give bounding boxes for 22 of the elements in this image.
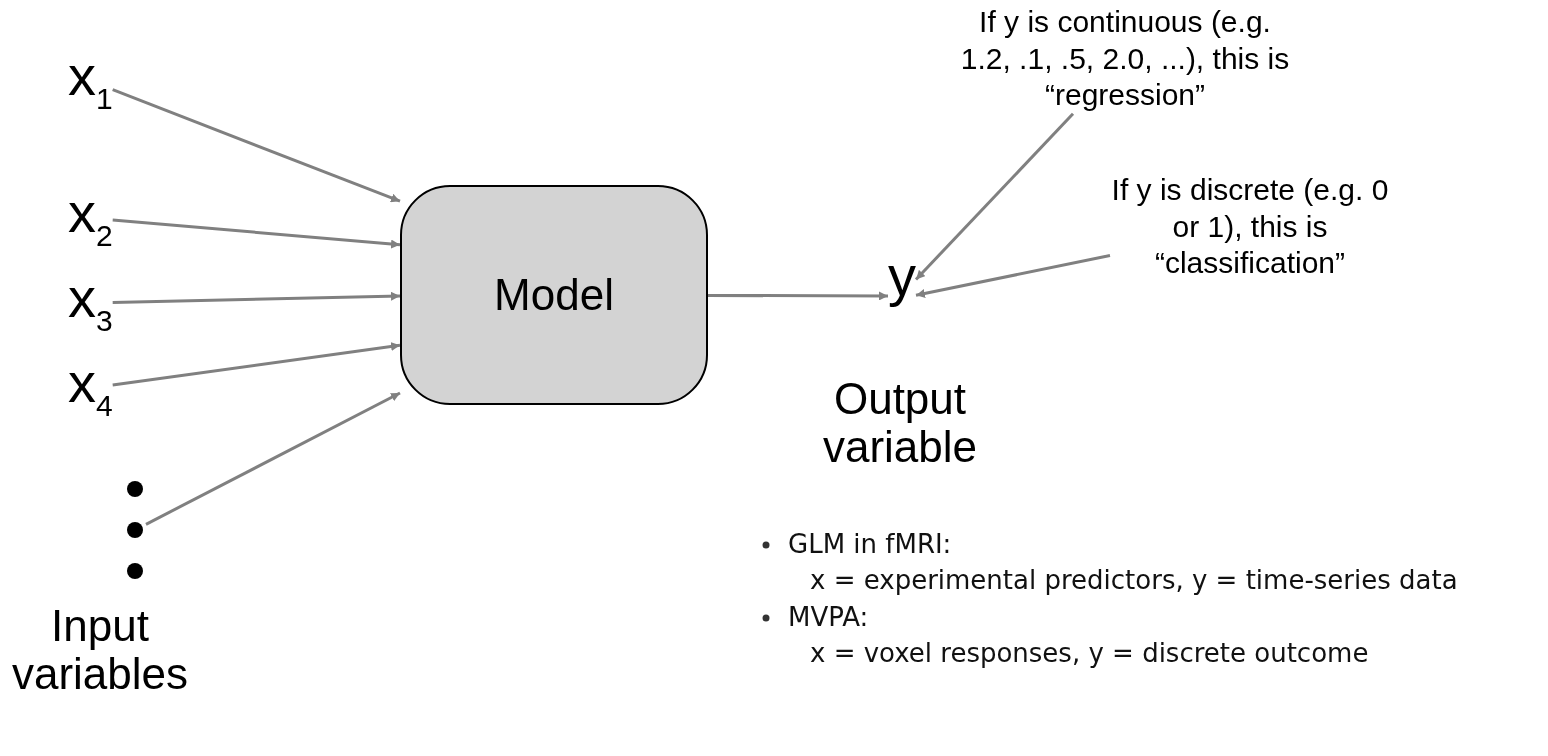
model-box: Model bbox=[400, 185, 708, 405]
variable-label: x$_{1}$ bbox=[68, 48, 113, 114]
arrow bbox=[145, 391, 401, 526]
arrow bbox=[112, 88, 401, 203]
arrow bbox=[708, 291, 888, 301]
bullet-text: x = experimental predictors, y = time-series data bbox=[810, 565, 1458, 596]
output-caption: Output variable bbox=[821, 375, 979, 472]
arrow bbox=[112, 218, 401, 249]
variable-label: x$_{2}$ bbox=[68, 185, 113, 251]
variable-label: x$_{3}$ bbox=[68, 270, 113, 336]
arrow bbox=[915, 254, 1111, 298]
variable-label: x$_{4}$ bbox=[68, 355, 113, 421]
note-text: If y is continuous (e.g. 1.2, .1, .5, 2.0, ...), this is “regression” bbox=[950, 4, 1300, 114]
bullet-text: x = voxel responses, y = discrete outcome bbox=[810, 638, 1369, 669]
axis-caption: Input variables bbox=[10, 602, 190, 699]
bullet-text: GLM in fMRI: bbox=[788, 529, 952, 559]
arrow bbox=[112, 291, 401, 304]
note-text: If y is discrete (e.g. 0 or 1), this is “classification” bbox=[1110, 172, 1390, 282]
vertical-dots bbox=[124, 480, 146, 580]
arrow bbox=[112, 342, 401, 387]
arrow bbox=[914, 112, 1075, 281]
bullet-text: MVPA: bbox=[788, 601, 869, 632]
